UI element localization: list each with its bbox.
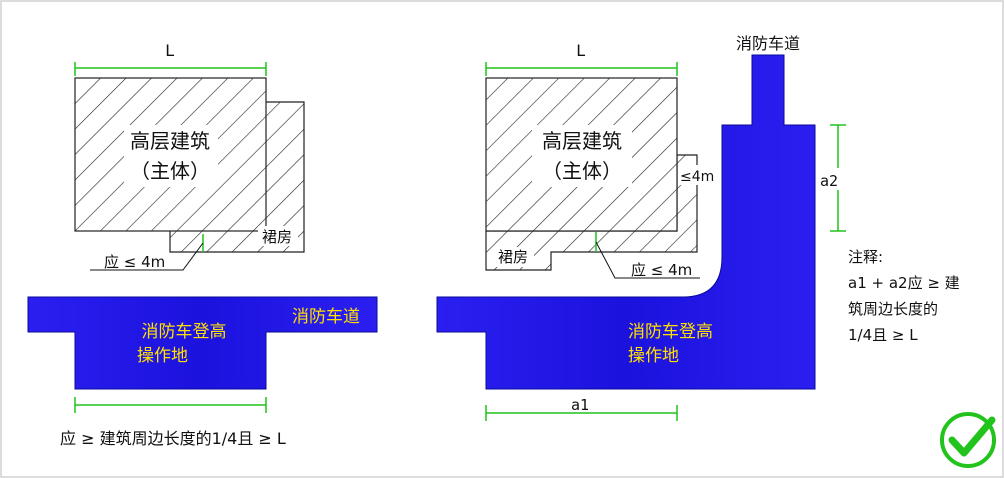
left-bottom-note: 应 ≥ 建筑周边长度的1/4且 ≥ L xyxy=(60,429,286,448)
right-road-top-label: 消防车道 xyxy=(736,34,800,53)
left-podium-label-bg xyxy=(258,226,298,246)
right-road-area-label-line2: 操作地 xyxy=(628,346,679,366)
left-fire-road xyxy=(27,296,378,390)
annotation-line3: 筑周边长度的 xyxy=(848,300,938,318)
right-podium-label: 裙房 xyxy=(498,248,528,266)
left-distance-label: 应 ≤ 4m xyxy=(104,253,165,271)
right-building-subtitle: （主体） xyxy=(542,159,622,183)
right-dimension-l-label: L xyxy=(576,41,586,60)
right-building-title: 高层建筑 xyxy=(542,129,622,153)
right-diagram: L 高层建筑 （主体） ≤4m 裙房 应 ≤ 4m 消防车道 消防车登高 操作地… xyxy=(436,34,846,421)
check-circle-icon xyxy=(940,412,996,468)
left-distance-leader xyxy=(90,242,204,271)
left-building-label-bg xyxy=(124,125,218,187)
left-road-area-label-line2: 操作地 xyxy=(137,346,188,366)
left-bottom-dimension xyxy=(74,397,267,413)
left-dimension-l xyxy=(74,62,267,76)
right-building-label-bg xyxy=(532,125,632,187)
annotation-line4: 1/4且 ≥ L xyxy=(848,326,918,344)
left-building-title: 高层建筑 xyxy=(130,129,210,153)
left-building-subtitle: （主体） xyxy=(130,159,210,183)
right-fire-road xyxy=(436,54,816,390)
right-dimension-l xyxy=(485,62,678,76)
right-dimension-a2-label: a2 xyxy=(820,172,838,190)
left-road-label: 消防车道 xyxy=(292,307,360,327)
right-side-distance-bg xyxy=(678,165,710,185)
left-podium-label: 裙房 xyxy=(262,228,292,246)
right-distance-leader xyxy=(595,241,700,279)
left-diagram: L 高层建筑 （主体） 裙房 应 ≤ 4m 消防车登高 操作地 消防车道 应 ≥… xyxy=(27,41,378,448)
right-side-distance-label: ≤4m xyxy=(680,169,714,185)
left-dimension-l-label: L xyxy=(165,41,175,60)
right-dimension-a1-label: a1 xyxy=(571,396,589,414)
right-dimension-a1 xyxy=(485,405,678,421)
right-podium-label-bg xyxy=(494,247,534,267)
annotation-line2: a1 + a2应 ≥ 建 xyxy=(848,274,960,292)
annotation-line1: 注释: xyxy=(848,248,883,266)
right-distance-label: 应 ≤ 4m xyxy=(631,261,692,279)
left-road-area-label-line1: 消防车登高 xyxy=(142,322,227,342)
right-road-area-label-line1: 消防车登高 xyxy=(628,322,713,342)
annotation-block: 注释: a1 + a2应 ≥ 建 筑周边长度的 1/4且 ≥ L xyxy=(848,248,960,344)
right-dimension-a2-bg xyxy=(818,168,844,190)
